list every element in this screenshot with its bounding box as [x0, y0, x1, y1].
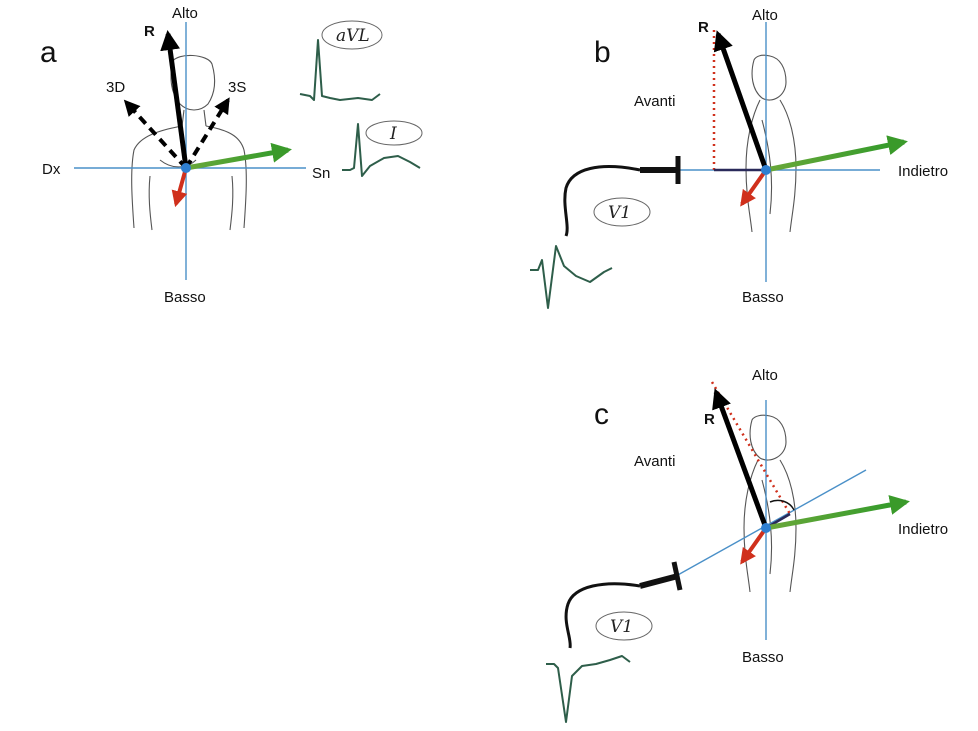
- panel-a-avl-label: aVL: [336, 26, 370, 46]
- panel-b-v1-label: V1: [608, 203, 631, 223]
- panel-b-green-vector: [765, 135, 908, 173]
- panel-b-v1-badge: [593, 197, 651, 227]
- panel-c-label-r: R: [704, 411, 715, 428]
- panel-a-lead-i-trace: I: [342, 120, 423, 177]
- panel-a: a Alto Basso Dx Sn R 3D 3S: [40, 5, 423, 306]
- panel-b-letter: b: [594, 36, 611, 69]
- panel-b-label-alto: Alto: [752, 7, 778, 24]
- panel-a-red-vector: [171, 167, 188, 208]
- panel-c-label-avanti: Avanti: [634, 453, 675, 470]
- panel-a-avl-badge: [321, 20, 383, 50]
- panel-b-label-avanti: Avanti: [634, 93, 675, 110]
- panel-b-torso-outline: [745, 54, 797, 233]
- panel-b-electrode: [563, 156, 681, 237]
- panel-b: b Alto Basso Avanti Indietro R: [530, 7, 948, 309]
- panel-c-red-vector: [740, 526, 768, 565]
- panel-b-label-basso: Basso: [742, 289, 784, 306]
- panel-c-v1-badge: [595, 611, 653, 641]
- panel-c-letter: c: [594, 398, 609, 431]
- panel-b-label-r: R: [698, 19, 709, 36]
- panel-b-r-vector: [713, 30, 769, 171]
- panel-b-red-vector: [740, 168, 768, 207]
- panel-a-label-basso: Basso: [164, 289, 206, 306]
- panel-a-green-vector: [185, 142, 292, 171]
- panel-c-green-vector: [765, 495, 910, 531]
- panel-a-label-3d: 3D: [106, 79, 125, 96]
- panel-c-r-vector: [712, 388, 769, 529]
- panel-c-electrode: [564, 561, 683, 649]
- panel-c-label-basso: Basso: [742, 649, 784, 666]
- panel-c-v1-trace: V1: [546, 611, 653, 723]
- panel-a-label-dx: Dx: [42, 161, 61, 178]
- panel-b-label-indietro: Indietro: [898, 163, 948, 180]
- panel-a-torso-outline: [131, 54, 247, 231]
- panel-c: c Alto Basso Avanti Indietro R: [546, 367, 948, 723]
- panel-c-v1-label: V1: [610, 617, 633, 637]
- panel-b-v1-trace: V1: [530, 197, 651, 309]
- panel-c-label-alto: Alto: [752, 367, 778, 384]
- panel-a-origin-dot: [181, 163, 191, 173]
- panel-a-avl-trace: aVL: [299, 20, 383, 101]
- panel-a-label-sn: Sn: [312, 165, 330, 182]
- panel-c-label-indietro: Indietro: [898, 521, 948, 538]
- panel-a-lead-i-badge: [365, 120, 423, 146]
- panel-a-3s-vector: [184, 97, 230, 170]
- panel-a-lead-i-label: I: [389, 124, 397, 144]
- panel-a-label-r: R: [144, 23, 155, 40]
- panel-a-r-vector: [160, 30, 189, 169]
- panel-c-origin-dot: [761, 523, 771, 533]
- panel-a-label-3s: 3S: [228, 79, 246, 96]
- panel-c-tilted-axis: [675, 469, 867, 577]
- panel-a-letter: a: [40, 36, 57, 69]
- panel-b-origin-dot: [761, 165, 771, 175]
- panel-c-angle-arc: [769, 499, 795, 511]
- panel-a-label-alto: Alto: [172, 5, 198, 22]
